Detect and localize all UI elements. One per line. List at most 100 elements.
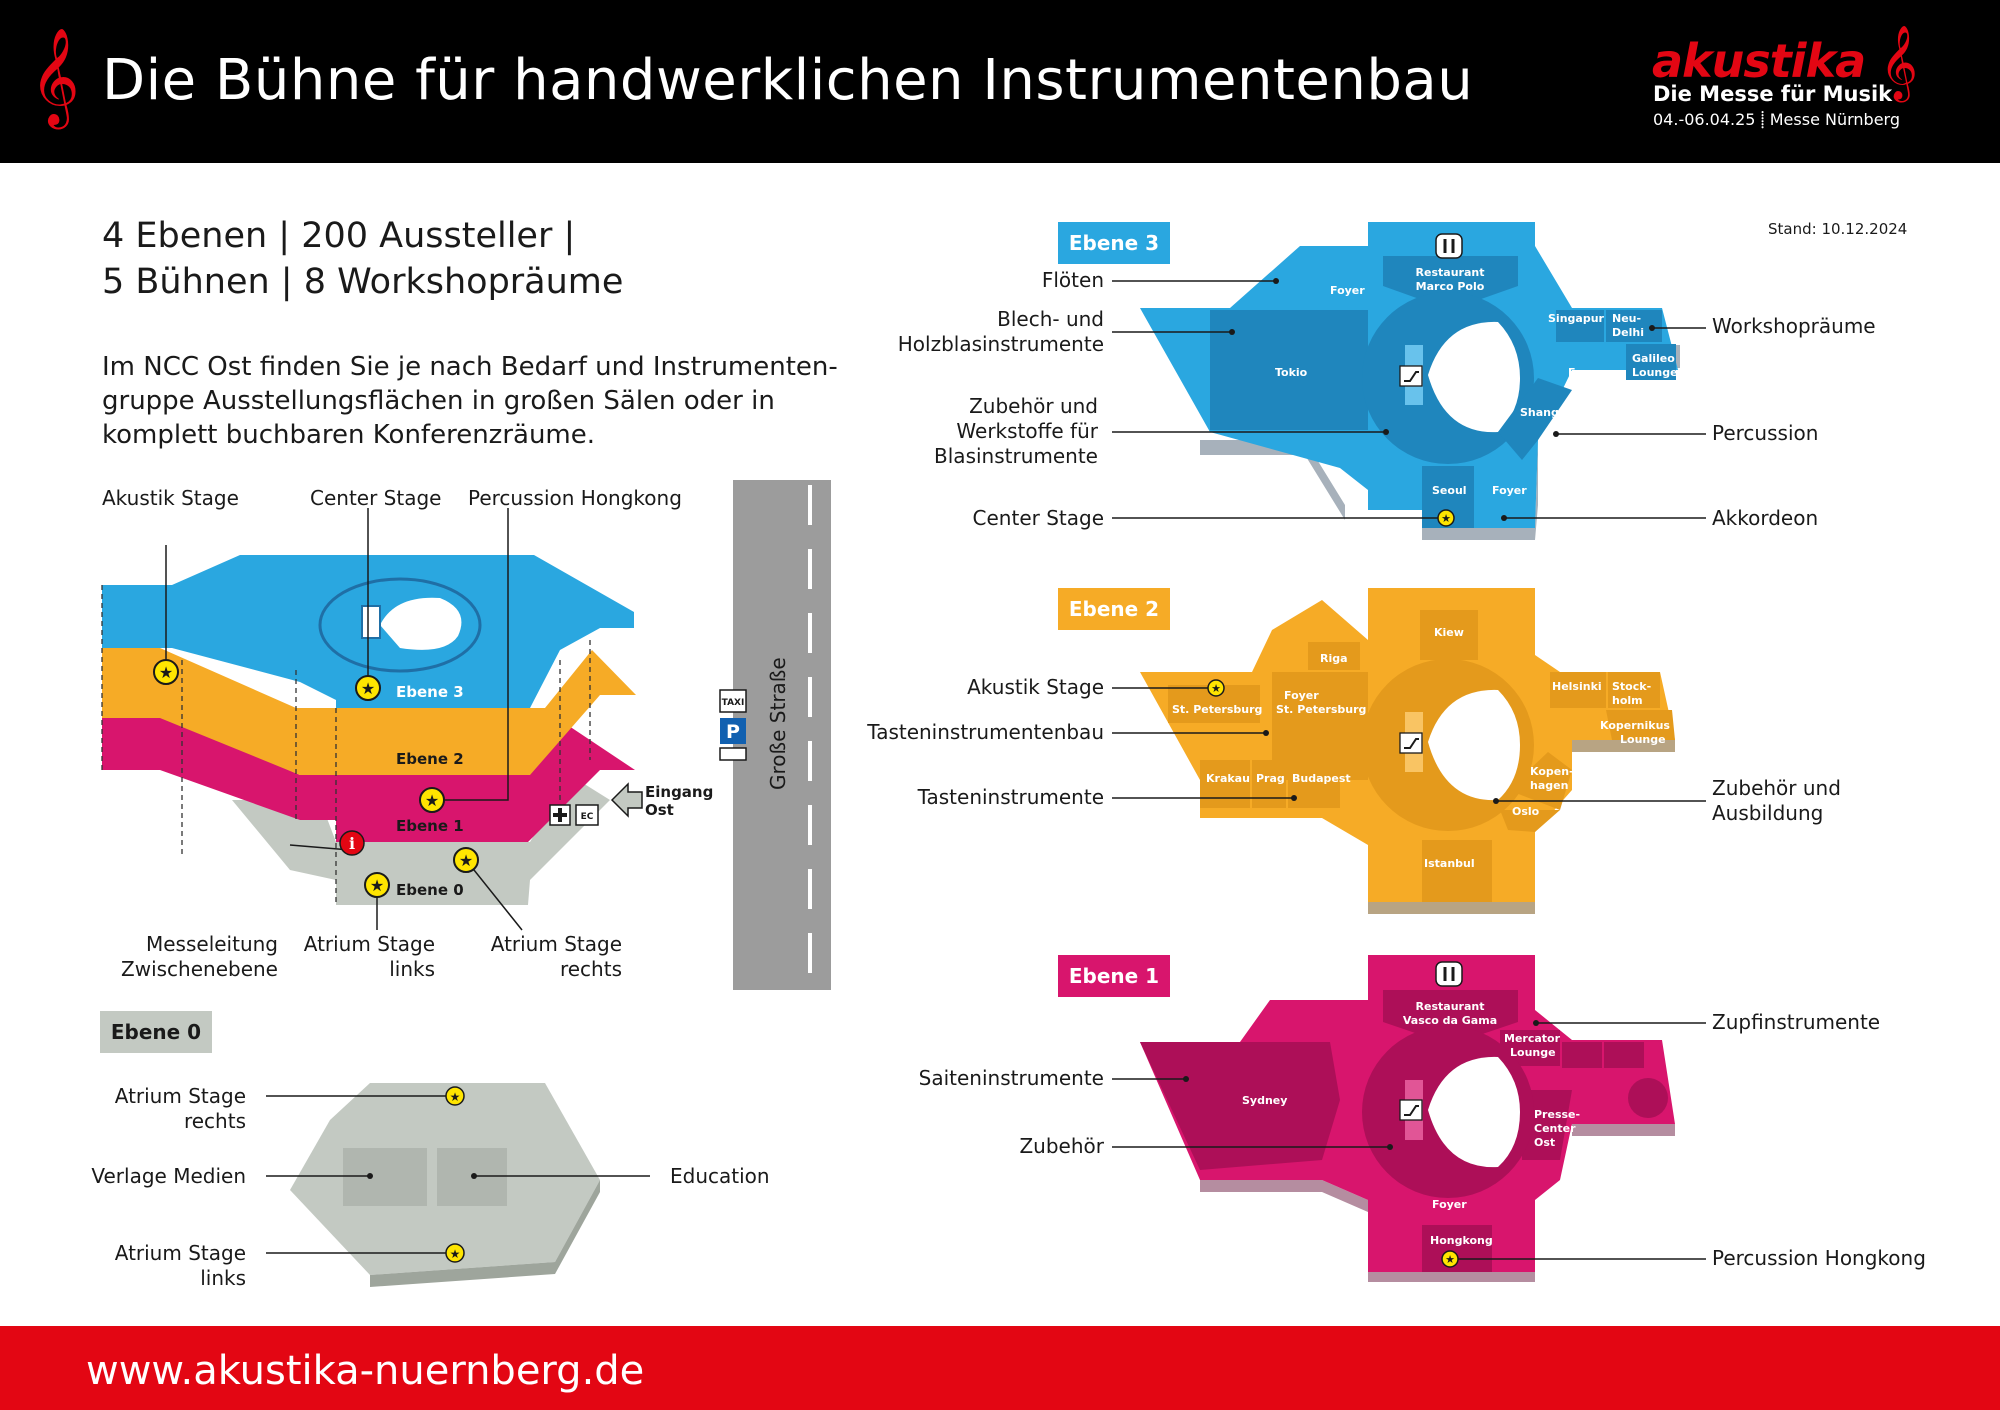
ebene3-tokio-room [1210,310,1368,430]
ebene0-star-links: ★ [445,1243,465,1263]
footer-website-link[interactable]: www.akustika-nuernberg.de [86,1348,645,1394]
ebene2-room-kopenhagen-2: hagen [1530,779,1568,792]
overview-star-atrium-rechts: ★ [453,847,479,873]
restaurant-icon [1435,233,1463,259]
ebene2-room-foyer-2: St. Petersburg [1276,703,1366,716]
parking-label: P [726,721,740,743]
overview-callout-lines [165,508,523,931]
parking-icon: P [720,718,746,744]
callout-messeleitung-line2: Zwischenebene [121,957,278,981]
ebene2-room-oslo: Oslo [1512,805,1540,818]
ebene0-label-atrium-links-line1: Atrium Stage [114,1241,246,1265]
ebene0-label-atrium-rechts-line2: rechts [183,1109,246,1133]
ebene3-galileo-room [1626,344,1676,380]
callout-atrium-rechts: Atrium Stage rechts [478,932,622,982]
overview-escalator [361,605,381,639]
ebene2-room-istanbul: Istanbul [1424,857,1475,870]
ebene0-label-atrium-links-line2: links [200,1266,246,1290]
ebene2-kiew-room [1420,610,1478,660]
ebene3-label-workshop: Workshopräume [1712,314,1876,338]
ebene2-label-zubehoer-line1: Zubehör und [1712,776,1841,800]
svg-text:★: ★ [361,679,375,698]
taxi-label: TAXI [722,698,745,708]
ebene3-room-galileo-2: Lounge [1632,366,1678,379]
ebene1-room-sydney: Sydney [1242,1094,1287,1107]
ebene3-label-zubehoer-line3: Blasinstrumente [934,444,1098,468]
ebene3-room-restaurant-2: Marco Polo [1416,280,1485,293]
ebene2-helsinki-room [1550,672,1606,708]
callout-atrium-links: Atrium Stage links [290,932,435,982]
ebene0-star-rechts: ★ [445,1086,465,1106]
treble-clef-icon: 𝄞 [30,27,80,125]
ebene2-room-krakau: Krakau [1206,772,1250,785]
ebene1-room-presse-3: Ost [1534,1136,1555,1149]
ebene3-room-restaurant-1: Restaurant [1416,266,1485,279]
callout-percussion-hongkong: Percussion Hongkong [468,486,682,510]
header-bar: 𝄞 Die Bühne für handwerklichen Instrumen… [0,0,2000,163]
ebene3-label-blech: Blech- und Holzblasinstrumente [880,307,1104,357]
ebene2-badge: Ebene 2 [1058,588,1170,630]
ebene3-singapur-room [1556,310,1604,342]
ebene1-room-hongkong: Hongkong [1430,1234,1493,1247]
overview-star-percussion: ★ [419,787,445,813]
ebene2-label-zubehoer: Zubehör und Ausbildung [1712,776,1841,826]
info-icon: i [339,830,365,856]
entrance-arrow-icon [610,782,643,818]
ebene1-room-presse-2: Center [1534,1122,1576,1135]
logo-subtitle: Die Messe für Musik [1653,82,1893,106]
akustika-logo[interactable]: akustika [1652,34,1866,88]
ebene1-room-mercator-2: Lounge [1510,1046,1556,1059]
ebene1-right-room-b [1604,1042,1644,1068]
logo-date: 04.-06.04.25 ⸽ Messe Nürnberg [1653,110,1901,129]
svg-text:i: i [349,834,355,853]
ebene3-label-zubehoer: Zubehör und Werkstoffe für Blasinstrumen… [880,394,1098,469]
overview-star-center: ★ [355,675,381,701]
callout-messeleitung: Messeleitung Zwischenebene [100,932,278,982]
ebene3-room-singapur: Singapur [1548,312,1605,325]
ebene1-callout-lines [1112,1022,1706,1260]
ebene3-room-foyer-bottom: Foyer [1492,484,1527,497]
ebene3-room-galileo-1: Galileo [1632,352,1675,365]
ebene3-label-zubehoer-line2: Werkstoffe für [956,419,1098,443]
ebene1-label-percussion-hongkong: Percussion Hongkong [1712,1246,1926,1270]
ebene2-label-zubehoer-line2: Ausbildung [1712,801,1824,825]
ebene3-label-zubehoer-line1: Zubehör und [969,394,1098,418]
ebene3-label-floeten: Flöten [1041,268,1104,292]
ebene1-restaurant-room [1383,990,1518,1045]
escalator-icon [1399,365,1423,387]
ebene2-callout-lines [1112,687,1706,802]
ebene1-atrium-hole [1428,1056,1520,1168]
ebene1-presse-room [1522,1090,1572,1160]
callout-atrium-rechts-line2: rechts [559,957,622,981]
callout-atrium-rechts-line1: Atrium Stage [490,932,622,956]
street-name: Große Straße [766,657,790,790]
ebene2-kopenhagen-room [1508,752,1572,810]
restaurant-icon [1435,961,1463,987]
ebene0-badge: Ebene 0 [100,1011,212,1053]
overview-label-ebene2: Ebene 2 [396,750,464,768]
overview-star-atrium-links: ★ [364,872,390,898]
ebene2-kopernikus-room [1606,710,1675,740]
intro-text-3: komplett buchbaren Konferenzräume. [102,420,596,450]
ebene3-room-tokio: Tokio [1275,366,1308,379]
svg-text:★: ★ [1211,682,1221,695]
svg-text:★: ★ [425,791,439,810]
ebene2-room-riga: Riga [1320,652,1348,665]
street-road [733,480,831,990]
callout-messeleitung-line1: Messeleitung [145,932,278,956]
ebene1-room-mercator-1: Mercator [1504,1032,1561,1045]
ebene3-label-center-stage: Center Stage [972,506,1104,530]
ebene1-right-room-a [1562,1042,1602,1068]
ebene0-verlage-room [343,1148,427,1206]
ebene1-star-hongkong: ★ [1441,1250,1459,1268]
ebene2-prag-room [1252,760,1286,808]
ebene2-stockholm-room [1608,672,1660,708]
entrance-label-line2: Ost [645,801,674,819]
ebene3-room-neudelhi-2: Delhi [1612,326,1644,339]
ebene2-room-budapest: Budapest [1292,772,1351,785]
svg-text:★: ★ [370,876,384,895]
overview-atrium-ring [318,577,482,673]
